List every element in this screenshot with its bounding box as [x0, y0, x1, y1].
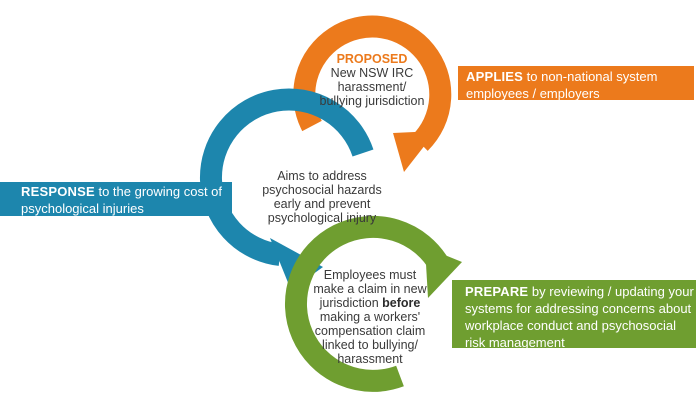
- applies-text: to non-national system employees / emplo…: [466, 69, 658, 101]
- aims-line: psychosocial hazards: [262, 183, 382, 197]
- claim-line: compensation claim: [314, 324, 426, 338]
- claim-line: making a workers': [319, 310, 421, 324]
- applies-keyword: APPLIES: [466, 69, 524, 84]
- claim-circle-text: Employees must make a claim in new juris…: [302, 268, 438, 366]
- green-ring: [285, 215, 450, 392]
- orange-arrowhead: [393, 131, 436, 172]
- response-text: to the growing cost of psychological inj…: [21, 184, 223, 216]
- aims-line: Aims to address: [277, 169, 367, 183]
- aims-line: early and prevent: [273, 197, 371, 211]
- proposed-line: bullying jurisdiction: [319, 94, 425, 108]
- before-emphasis: before: [382, 296, 421, 310]
- aims-line: psychological injury: [267, 211, 377, 225]
- claim-line: linked to bullying/: [322, 338, 418, 352]
- claim-line: harassment: [337, 352, 403, 366]
- prepare-text: by reviewing / updating your systems for…: [465, 284, 694, 350]
- green-arrowhead: [425, 247, 462, 298]
- proposed-heading: PROPOSED: [336, 52, 408, 66]
- blue-ring: [199, 88, 374, 266]
- claim-line: Employees must: [323, 268, 417, 282]
- response-keyword: RESPONSE: [21, 184, 95, 199]
- proposed-line: harassment/: [337, 80, 407, 94]
- claim-line-jurisdiction: jurisdiction before: [302, 296, 438, 310]
- proposed-circle-text: PROPOSED New NSW IRC harassment/ bullyin…: [306, 52, 438, 108]
- prepare-keyword: PREPARE: [465, 284, 529, 299]
- aims-circle-text: Aims to address psychosocial hazards ear…: [248, 169, 396, 225]
- claim-line: make a claim in new: [313, 282, 427, 296]
- prepare-banner: PREPARE by reviewing / updating your sys…: [452, 280, 696, 350]
- applies-banner: APPLIES to non-national system employees…: [458, 66, 694, 101]
- proposed-line: New NSW IRC: [330, 66, 414, 80]
- claim-line: jurisdiction: [319, 296, 383, 310]
- orange-ring: [293, 15, 452, 151]
- response-banner: RESPONSE to the growing cost of psycholo…: [0, 182, 232, 216]
